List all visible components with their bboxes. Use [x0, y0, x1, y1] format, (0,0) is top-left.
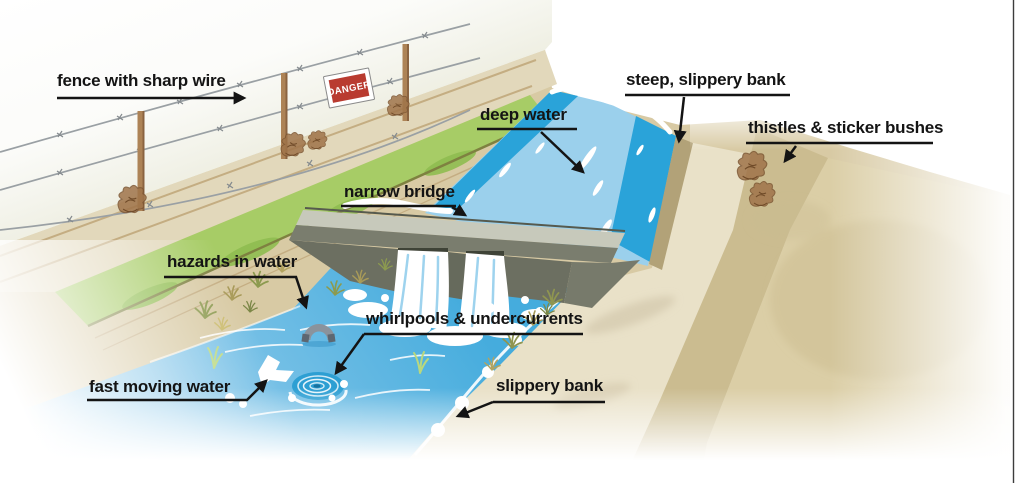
- label-deep-water: deep water: [480, 105, 567, 124]
- bridge-rear-fringe: [342, 198, 453, 214]
- slippery-bank-arrow: [455, 400, 494, 419]
- label-whirlpools: whirlpools & undercurrents: [366, 309, 583, 328]
- fence-posts: [137, 44, 409, 211]
- label-fence: fence with sharp wire: [57, 71, 226, 90]
- upper-water-deep-left: [428, 90, 578, 212]
- bridge-front-strip: [289, 225, 618, 263]
- steep-bank-arrow: [673, 96, 687, 144]
- fence-wires: [0, 23, 481, 231]
- narrow-bridge-arrow: [451, 204, 468, 217]
- deep-water-arrow: [540, 131, 585, 174]
- barbed-wire-barbs: [56, 31, 429, 223]
- label-slippery-bank: slippery bank: [496, 376, 603, 395]
- label-hazards-in-water: hazards in water: [167, 252, 298, 271]
- fast-water-arrow: [87, 379, 268, 402]
- bridge-deck: [296, 210, 625, 248]
- thistles-arrow: [783, 145, 798, 164]
- danger-sign: DANGER: [323, 67, 375, 109]
- annotations: [57, 91, 933, 419]
- label-fast-water: fast moving water: [89, 377, 231, 396]
- label-steep-bank: steep, slippery bank: [626, 70, 786, 89]
- whirlpools-arrow: [334, 333, 366, 376]
- hazards-arrow: [164, 275, 309, 310]
- bridge-right-wing: [564, 260, 640, 308]
- label-thistles: thistles & sticker bushes: [748, 118, 944, 137]
- steep-bank-edge: [649, 136, 693, 270]
- upper-water-deep-right: [610, 116, 676, 262]
- bridge-pillar: [448, 252, 466, 300]
- water-fringe: [549, 86, 673, 135]
- label-narrow-bridge: narrow bridge: [344, 182, 455, 201]
- bridge-right-abutment: [504, 256, 572, 303]
- fence: DANGER: [0, 23, 481, 231]
